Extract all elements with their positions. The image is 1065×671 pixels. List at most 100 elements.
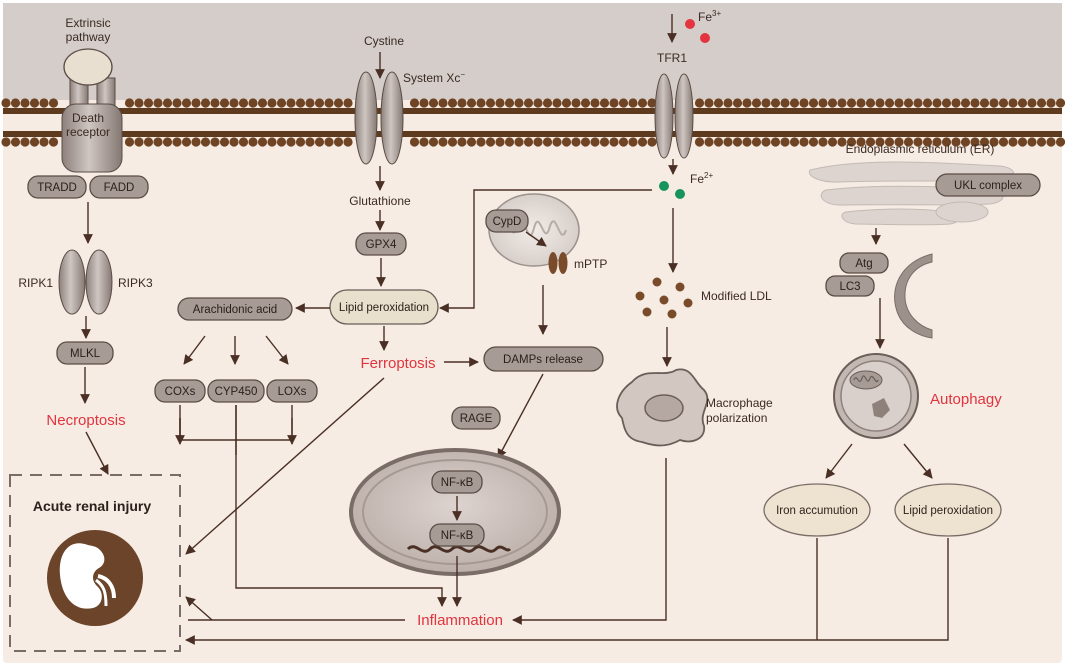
- fe2-ion: [659, 181, 669, 191]
- membrane-bead: [590, 98, 600, 108]
- fe3-ion: [700, 33, 710, 43]
- membrane-bead: [951, 137, 961, 147]
- system-xc-label: System Xc−: [403, 70, 465, 85]
- kidney-icon: [47, 530, 143, 626]
- membrane-bead: [48, 137, 59, 147]
- membrane-bead: [219, 137, 230, 147]
- mptp-label: mPTP: [574, 257, 607, 271]
- atg-box: [839, 252, 889, 274]
- membrane-bead: [694, 98, 705, 108]
- membrane-bead: [20, 137, 30, 147]
- fadd-box: [89, 175, 149, 199]
- membrane-bead: [476, 137, 486, 147]
- nfkb-top-box: [431, 470, 483, 494]
- membrane-bead: [704, 137, 714, 147]
- arachidonic-acid-box: [177, 297, 293, 321]
- membrane-bead: [20, 98, 30, 108]
- membrane-bead: [1046, 137, 1056, 147]
- lipid-peroxidation-label: Lipid peroxidation: [339, 302, 429, 314]
- membrane-bead: [39, 98, 49, 108]
- membrane-bead: [884, 98, 895, 108]
- membrane-bead: [609, 137, 619, 147]
- membrane-bead: [561, 98, 572, 108]
- membrane-bead: [552, 137, 562, 147]
- membrane-bead: [1036, 98, 1047, 108]
- membrane-bead: [818, 98, 828, 108]
- phagophore-icon: [894, 253, 933, 339]
- membrane-bead: [637, 98, 648, 108]
- membrane-bead: [314, 137, 325, 147]
- membrane-bead: [694, 137, 705, 147]
- membrane-bead: [970, 98, 980, 108]
- membrane-bead: [267, 137, 277, 147]
- membrane-bead: [542, 137, 553, 147]
- membrane-bead: [599, 137, 610, 147]
- membrane-bead: [865, 98, 876, 108]
- gpx4-label: GPX4: [366, 239, 397, 251]
- membrane-bead: [1017, 98, 1028, 108]
- membrane-bead: [884, 137, 895, 147]
- rage-label: RAGE: [460, 413, 493, 425]
- membrane-bead: [210, 98, 220, 108]
- membrane-bead: [580, 98, 591, 108]
- cypd-label: CypD: [493, 216, 522, 228]
- membrane-bead: [732, 98, 743, 108]
- membrane-bead: [761, 98, 771, 108]
- membrane-bead: [523, 98, 534, 108]
- membrane-bead: [428, 137, 439, 147]
- membrane-bead: [286, 98, 296, 108]
- membrane-bead: [181, 137, 192, 147]
- membrane-bead: [343, 98, 353, 108]
- fe3-ion: [685, 19, 695, 29]
- membrane-bead: [1046, 98, 1056, 108]
- lc3-box: [825, 275, 875, 297]
- membrane-bead: [48, 98, 59, 108]
- death-receptor-icon: [61, 48, 123, 173]
- membrane-bead: [257, 98, 268, 108]
- membrane-bead: [951, 98, 961, 108]
- membrane-bead: [742, 137, 752, 147]
- membrane-bead: [542, 98, 553, 108]
- membrane-bead: [609, 98, 619, 108]
- membrane-bead: [875, 98, 885, 108]
- membrane-bead: [979, 98, 990, 108]
- membrane-bead: [922, 98, 933, 108]
- membrane-bead: [618, 98, 629, 108]
- membrane-bead: [447, 137, 458, 147]
- rage-box: [451, 406, 501, 430]
- necroptosis-label: Necroptosis: [46, 412, 125, 429]
- membrane-bead: [1036, 137, 1047, 147]
- iron-accumulation-box: [763, 483, 871, 537]
- atg-label: Atg: [855, 258, 872, 270]
- coxs-label: COXs: [165, 386, 196, 398]
- membrane-bead: [590, 137, 600, 147]
- membrane-bead: [248, 137, 258, 147]
- cyp450-box: [207, 379, 265, 403]
- membrane-bead: [875, 137, 885, 147]
- membrane-bead: [324, 137, 334, 147]
- arachidonic-acid-label: Arachidonic acid: [193, 304, 277, 316]
- membrane-bead: [343, 137, 353, 147]
- membrane-bead: [219, 98, 230, 108]
- membrane-bead: [229, 137, 239, 147]
- fadd-label: FADD: [104, 182, 135, 194]
- membrane-bead: [191, 137, 201, 147]
- membrane-bead: [960, 137, 971, 147]
- membrane-bead: [808, 98, 819, 108]
- membrane-bead: [134, 98, 144, 108]
- membrane-bead: [257, 137, 268, 147]
- membrane-bead: [39, 137, 49, 147]
- nfkb-bottom-box: [429, 523, 485, 547]
- membrane-bead: [998, 137, 1009, 147]
- membrane-bead: [989, 98, 999, 108]
- membrane-bead: [751, 137, 762, 147]
- macrophage-icon: [616, 368, 709, 447]
- membrane-bead: [922, 137, 933, 147]
- membrane-bead: [846, 98, 857, 108]
- membrane-bead: [751, 98, 762, 108]
- lc3-label: LC3: [839, 281, 860, 293]
